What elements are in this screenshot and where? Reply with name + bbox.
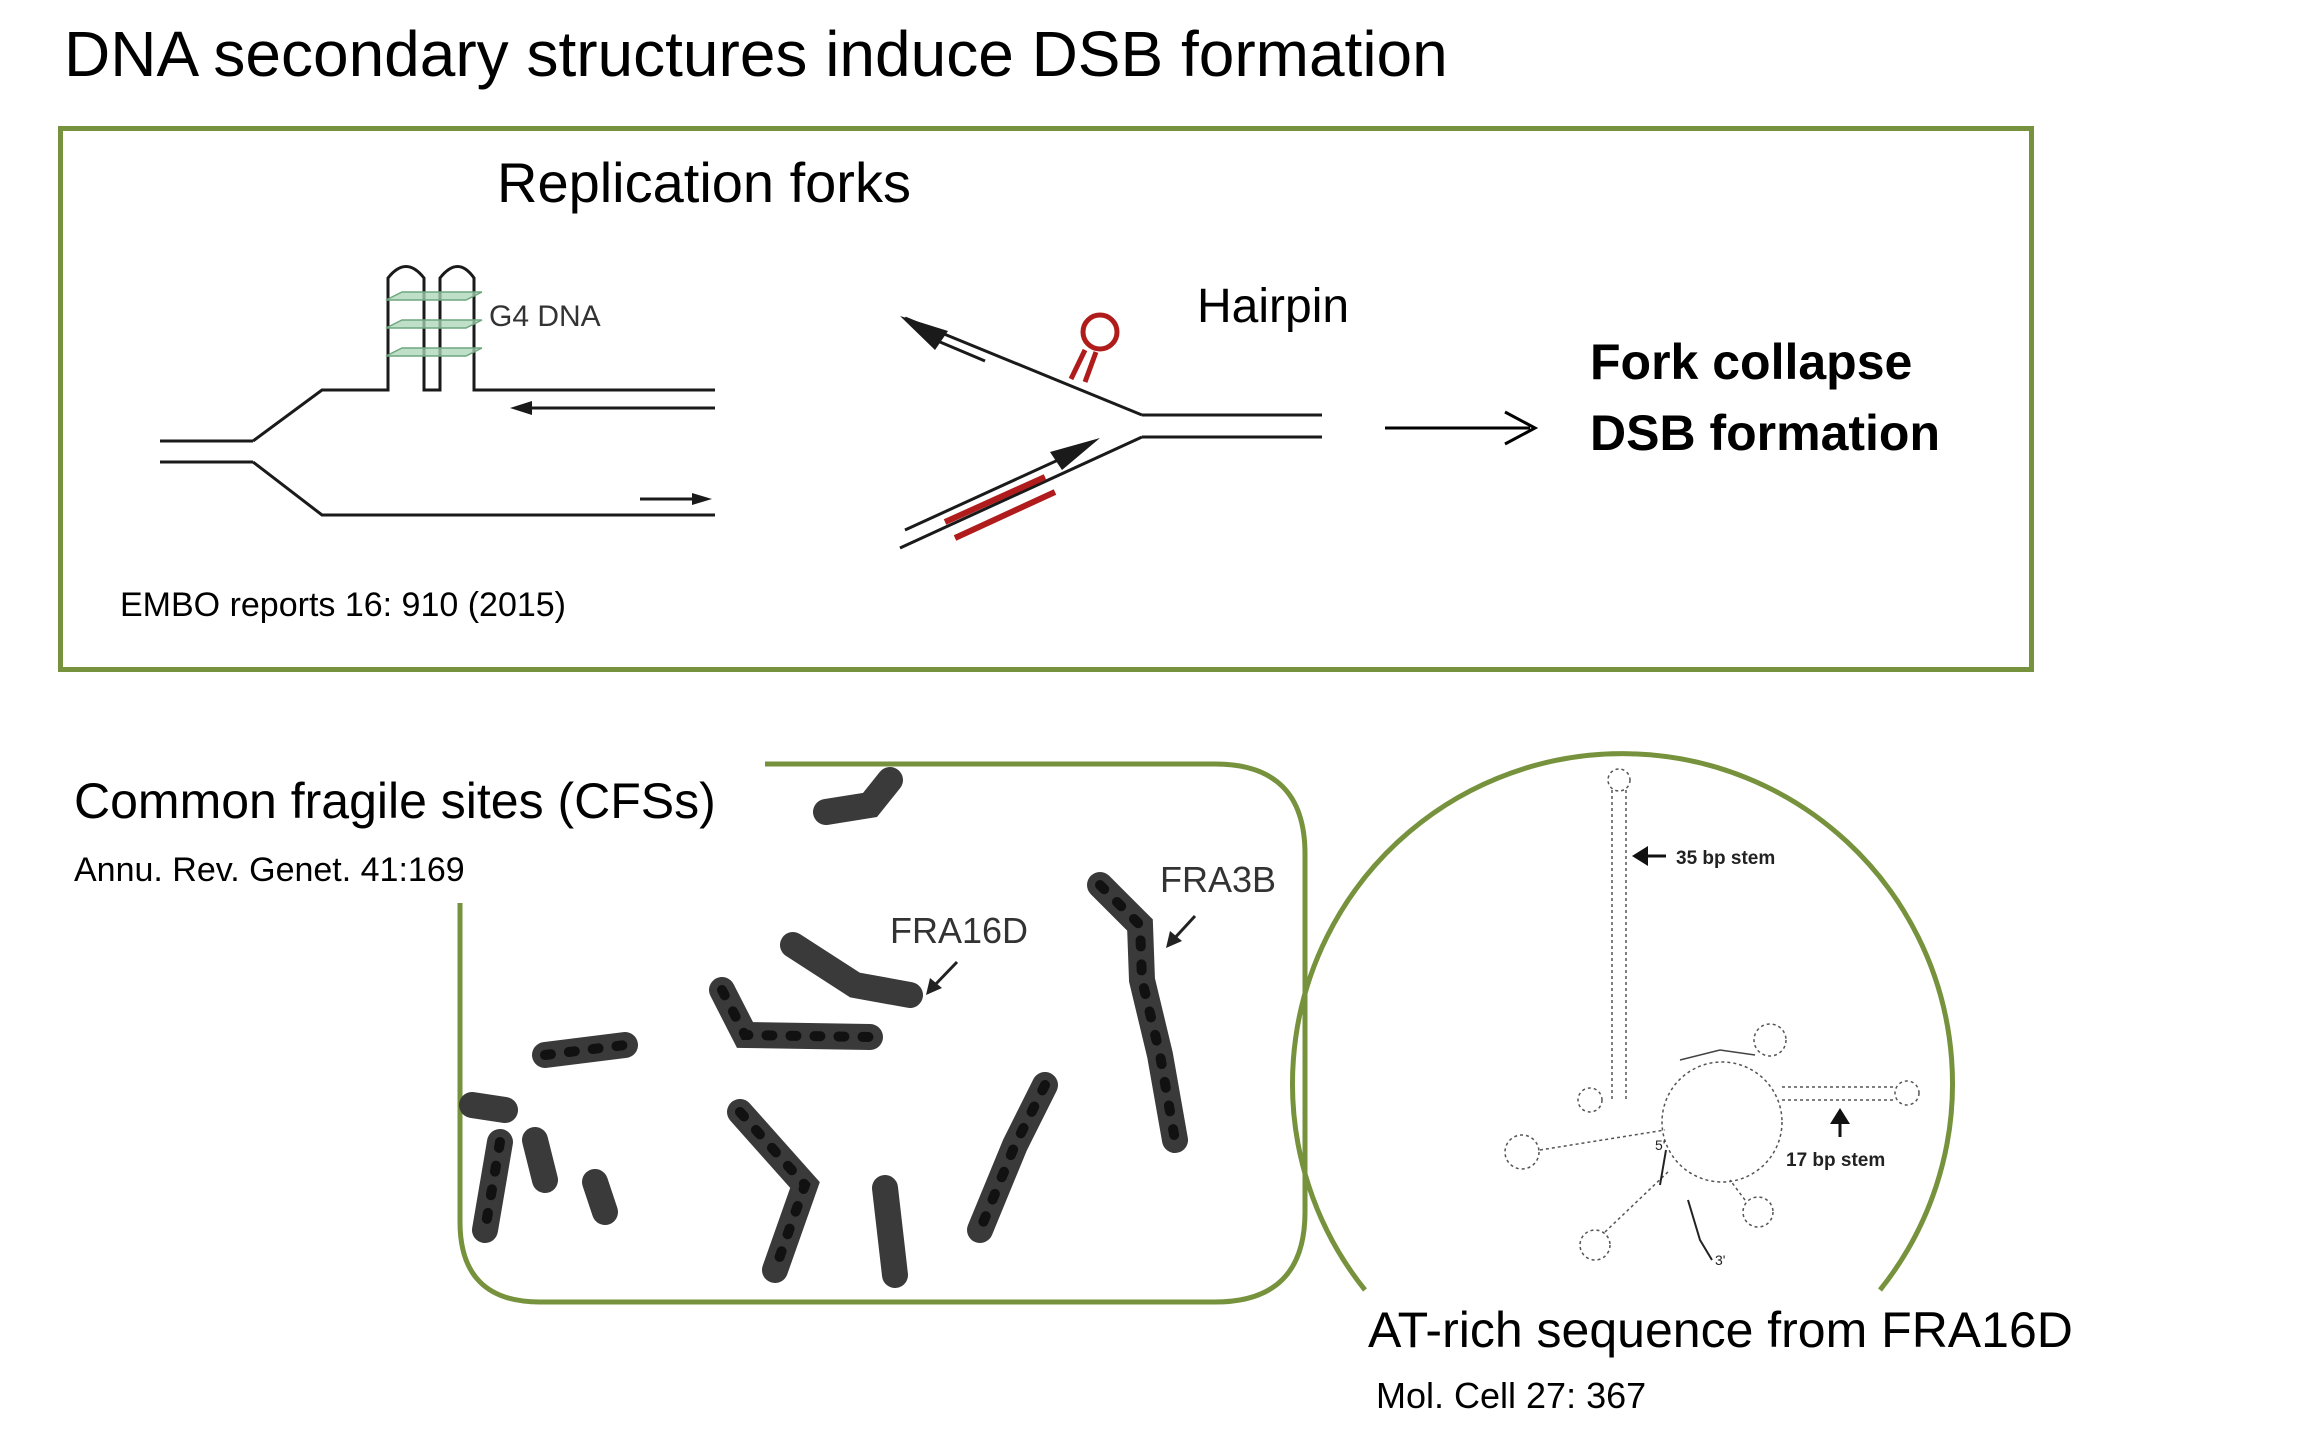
- secondary-structure-diagram: [1504, 768, 1920, 1261]
- five-prime-label: 5': [1655, 1137, 1665, 1153]
- cfs-image-frame: [457, 761, 1308, 1305]
- page-title: DNA secondary structures induce DSB form…: [64, 18, 1448, 90]
- fra3b-arrow-icon: [1166, 914, 1197, 948]
- chromosome: [582, 1169, 618, 1225]
- cfs-heading: Common fragile sites (CFSs): [74, 773, 716, 829]
- left-arrow-icon: [900, 316, 948, 350]
- right-arrow-icon: [1050, 438, 1100, 470]
- fra3b-label: FRA3B: [1160, 859, 1277, 900]
- g4-quadruplex-icon: [385, 291, 483, 357]
- fra16d-label: FRA16D: [890, 910, 1029, 951]
- replication-forks-heading: Replication forks: [497, 151, 911, 214]
- fork-collapse-label: Fork collapse: [1590, 334, 1913, 390]
- at-rich-heading: AT-rich sequence from FRA16D: [1368, 1302, 2073, 1358]
- stem-17bp-label: 17 bp stem: [1786, 1150, 1886, 1171]
- hairpin-label: Hairpin: [1197, 280, 1350, 333]
- replication-forks-panel: [58, 126, 2034, 672]
- mol-cell-reference: Mol. Cell 27: 367: [1376, 1375, 1647, 1416]
- red-duplex-segment: [943, 474, 1057, 541]
- chromosome: [459, 1092, 518, 1123]
- at-rich-circle-frame: [1290, 751, 1955, 1292]
- stem-35bp-label: 35 bp stem: [1676, 848, 1776, 869]
- chromosome: [727, 1099, 820, 1283]
- chromosome: [872, 1175, 908, 1288]
- stem-35bp-arrow-icon: [1632, 846, 1666, 866]
- fra16d-arrow-icon: [926, 960, 959, 995]
- annu-rev-reference: Annu. Rev. Genet. 41:169: [74, 851, 465, 889]
- chromosome: [522, 1127, 558, 1193]
- g4-fork-diagram: [160, 265, 715, 517]
- dsb-formation-label: DSB formation: [1590, 405, 1940, 461]
- three-prime-label: 3': [1715, 1252, 1725, 1268]
- hairpin-icon: [1068, 312, 1120, 383]
- outcome-arrow-icon: [1385, 410, 1539, 446]
- chromosome: [813, 767, 903, 825]
- chromosome: [780, 932, 923, 1008]
- stem-17bp-arrow-icon: [1830, 1108, 1850, 1137]
- embo-reference: EMBO reports 16: 910 (2015): [120, 586, 567, 624]
- g4-dna-label: G4 DNA: [489, 300, 601, 333]
- chromosome-spread: [459, 767, 1188, 1288]
